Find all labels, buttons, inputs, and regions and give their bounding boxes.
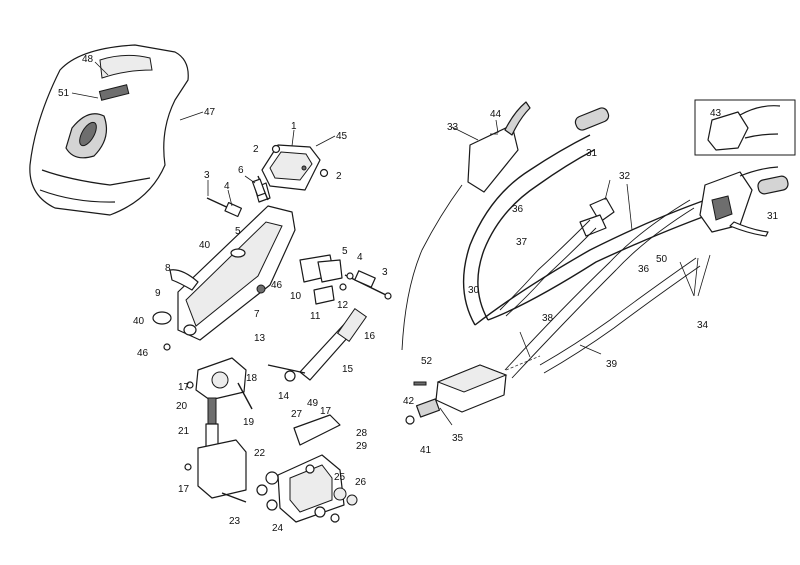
callout-17-upper: 17	[178, 382, 190, 393]
bolt-set-right	[344, 270, 392, 300]
callout-5-left: 5	[235, 226, 241, 237]
control-box-part	[405, 355, 541, 425]
callout-3-right: 3	[382, 267, 388, 278]
callout-27: 27	[291, 409, 303, 420]
callout-19: 19	[243, 417, 255, 428]
callout-46-lower: 46	[137, 348, 149, 359]
inset-box-43	[694, 99, 796, 156]
callout-51: 51	[58, 88, 70, 99]
callout-6: 6	[238, 165, 244, 176]
callout-8: 8	[165, 263, 171, 274]
gearbox-bracket-part	[256, 414, 358, 523]
callout-13: 13	[254, 333, 266, 344]
callout-9: 9	[155, 288, 161, 299]
control-bracket-part	[152, 205, 296, 351]
callout-45: 45	[336, 131, 348, 142]
callout-36-upper: 36	[512, 204, 524, 215]
right-control-part	[699, 166, 779, 237]
callout-4-right: 4	[357, 252, 363, 263]
callout-33: 33	[447, 122, 459, 133]
callout-52: 52	[421, 356, 433, 367]
engine-cover-part	[29, 44, 189, 216]
callout-29: 29	[356, 441, 368, 452]
callout-38: 38	[542, 313, 554, 324]
callout-40-upper: 40	[199, 240, 211, 251]
callout-20: 20	[176, 401, 188, 412]
callout-4-left: 4	[224, 181, 230, 192]
callout-40-lower: 40	[133, 316, 145, 327]
callout-10: 10	[290, 291, 302, 302]
callout-17-middle: 17	[320, 406, 332, 417]
callout-23: 23	[229, 516, 241, 527]
callout-46-upper: 46	[271, 280, 283, 291]
callout-31-top: 31	[586, 148, 598, 159]
callout-3-left: 3	[204, 170, 210, 181]
callout-7: 7	[254, 309, 260, 320]
callout-35: 35	[452, 433, 464, 444]
callout-17-lower: 17	[178, 484, 190, 495]
callout-22: 22	[254, 448, 266, 459]
callout-48: 48	[82, 54, 94, 65]
callout-36-lower: 36	[638, 264, 650, 275]
callout-39: 39	[606, 359, 618, 370]
callout-16: 16	[364, 331, 376, 342]
callout-37: 37	[516, 237, 528, 248]
control-cables	[401, 184, 701, 379]
top-shield-part	[254, 144, 329, 203]
cable-bracket-part	[579, 197, 615, 237]
callout-18: 18	[246, 373, 258, 384]
linkage-plates-part	[299, 254, 347, 305]
leader-lines	[71, 61, 711, 426]
callout-14: 14	[278, 391, 290, 402]
callout-12: 12	[337, 300, 349, 311]
callout-31-right: 31	[767, 211, 779, 222]
callout-2-top-right: 2	[336, 171, 342, 182]
callout-41: 41	[420, 445, 432, 456]
callout-43: 43	[710, 108, 722, 119]
callout-49: 49	[307, 398, 319, 409]
bolt-set-left	[206, 175, 269, 218]
callout-44: 44	[490, 109, 502, 120]
callout-24: 24	[272, 523, 284, 534]
callout-2-top-left: 2	[253, 144, 259, 155]
callout-50: 50	[656, 254, 668, 265]
callout-15: 15	[342, 364, 354, 375]
pivot-bracket-part	[186, 357, 253, 450]
callout-labels: 48 51 47 1 45 2 2 3 6 4 5 40 5 4 3 8 46 …	[58, 54, 779, 534]
callout-25: 25	[334, 472, 346, 483]
control-lever-part	[267, 308, 368, 382]
callout-47: 47	[204, 107, 216, 118]
throttle-control-part	[467, 101, 531, 193]
callout-32: 32	[619, 171, 631, 182]
callout-30: 30	[468, 285, 480, 296]
callout-34: 34	[697, 320, 709, 331]
callout-21: 21	[178, 426, 190, 437]
callout-42: 42	[403, 396, 415, 407]
callout-26: 26	[355, 477, 367, 488]
callout-1: 1	[291, 121, 297, 132]
lower-bracket-part	[184, 439, 247, 503]
callout-11: 11	[310, 311, 321, 322]
callout-28: 28	[356, 428, 368, 439]
callout-5-right: 5	[342, 246, 348, 257]
